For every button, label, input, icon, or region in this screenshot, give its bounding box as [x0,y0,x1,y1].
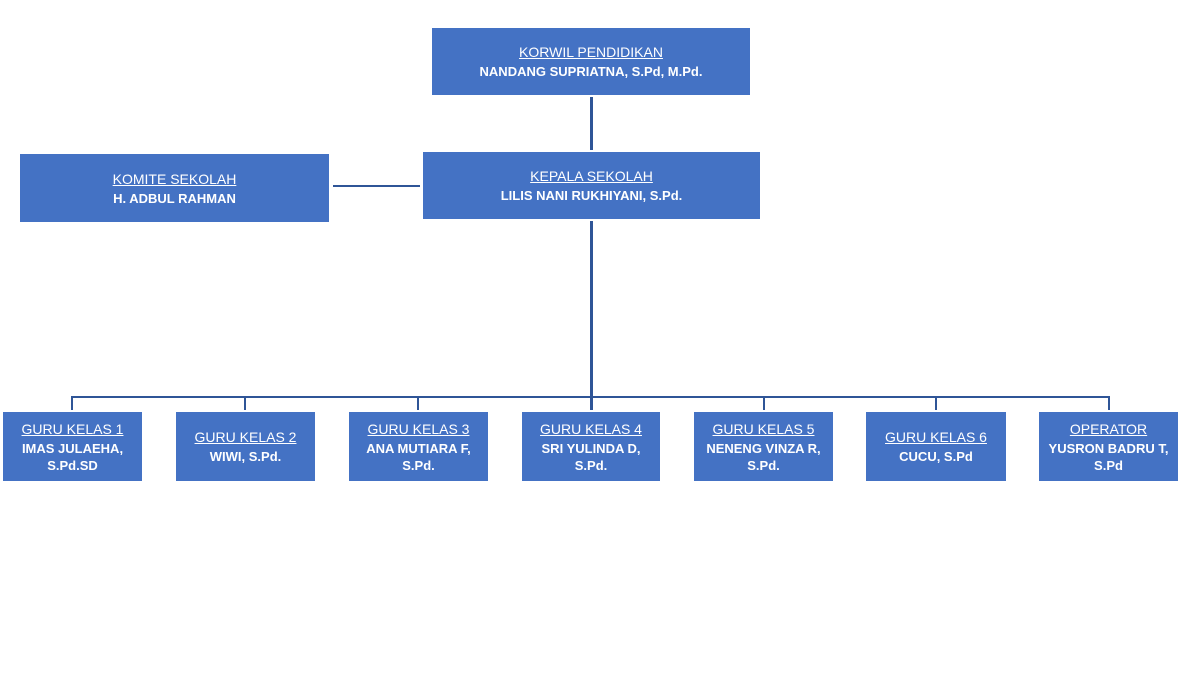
staff-name: ANA MUTIARA F, S.Pd. [366,440,471,473]
staff-title: GURU KELAS 1 [21,420,124,437]
guru-kelas-1-box: GURU KELAS 1 IMAS JULAEHA, S.Pd.SD [1,410,144,483]
connector-drop-guru-5 [763,396,765,410]
operator-box: OPERATOR YUSRON BADRU T, S.Pd [1037,410,1180,483]
korwil-name: NANDANG SUPRIATNA, S.Pd, M.Pd. [479,64,703,79]
staff-title: OPERATOR [1069,420,1148,437]
kepala-title: KEPALA SEKOLAH [530,168,653,184]
connector-kepala-staff [590,221,593,397]
staff-title: GURU KELAS 5 [712,420,815,437]
staff-name: YUSRON BADRU T, S.Pd [1048,440,1169,473]
korwil-box: KORWIL PENDIDIKAN NANDANG SUPRIATNA, S.P… [430,26,752,97]
kepala-name: LILIS NANI RUKHIYANI, S.Pd. [500,188,683,203]
guru-kelas-6-box: GURU KELAS 6 CUCU, S.Pd [864,410,1008,483]
connector-drop-guru-3 [417,396,419,410]
staff-name: WIWI, S.Pd. [209,449,282,464]
guru-kelas-4-box: GURU KELAS 4 SRI YULINDA D, S.Pd. [520,410,662,483]
connector-drop-guru-6 [935,396,937,410]
connector-drop-operator [1108,396,1110,410]
staff-name: IMAS JULAEHA, S.Pd.SD [21,440,124,473]
komite-box: KOMITE SEKOLAH H. ADBUL RAHMAN [18,152,331,224]
guru-kelas-5-box: GURU KELAS 5 NENENG VINZA R, S.Pd. [692,410,835,483]
staff-name: CUCU, S.Pd [899,449,973,464]
staff-title: GURU KELAS 6 [885,429,987,445]
guru-kelas-3-box: GURU KELAS 3 ANA MUTIARA F, S.Pd. [347,410,490,483]
staff-title: GURU KELAS 4 [540,420,642,437]
connector-drop-guru-1 [71,396,73,410]
connector-komite-kepala [333,185,420,187]
kepala-box: KEPALA SEKOLAH LILIS NANI RUKHIYANI, S.P… [421,150,762,221]
staff-name: SRI YULINDA D, S.Pd. [541,440,641,473]
connector-korwil-kepala [590,97,593,150]
staff-title: GURU KELAS 2 [194,429,297,445]
connector-drop-guru-4 [590,396,593,410]
staff-name: NENENG VINZA R, S.Pd. [706,440,821,473]
connector-drop-guru-2 [244,396,246,410]
korwil-title: KORWIL PENDIDIKAN [519,44,663,60]
komite-title: KOMITE SEKOLAH [112,170,237,187]
komite-name: H. ADBUL RAHMAN [113,190,236,206]
guru-kelas-2-box: GURU KELAS 2 WIWI, S.Pd. [174,410,317,483]
staff-title: GURU KELAS 3 [367,420,470,437]
